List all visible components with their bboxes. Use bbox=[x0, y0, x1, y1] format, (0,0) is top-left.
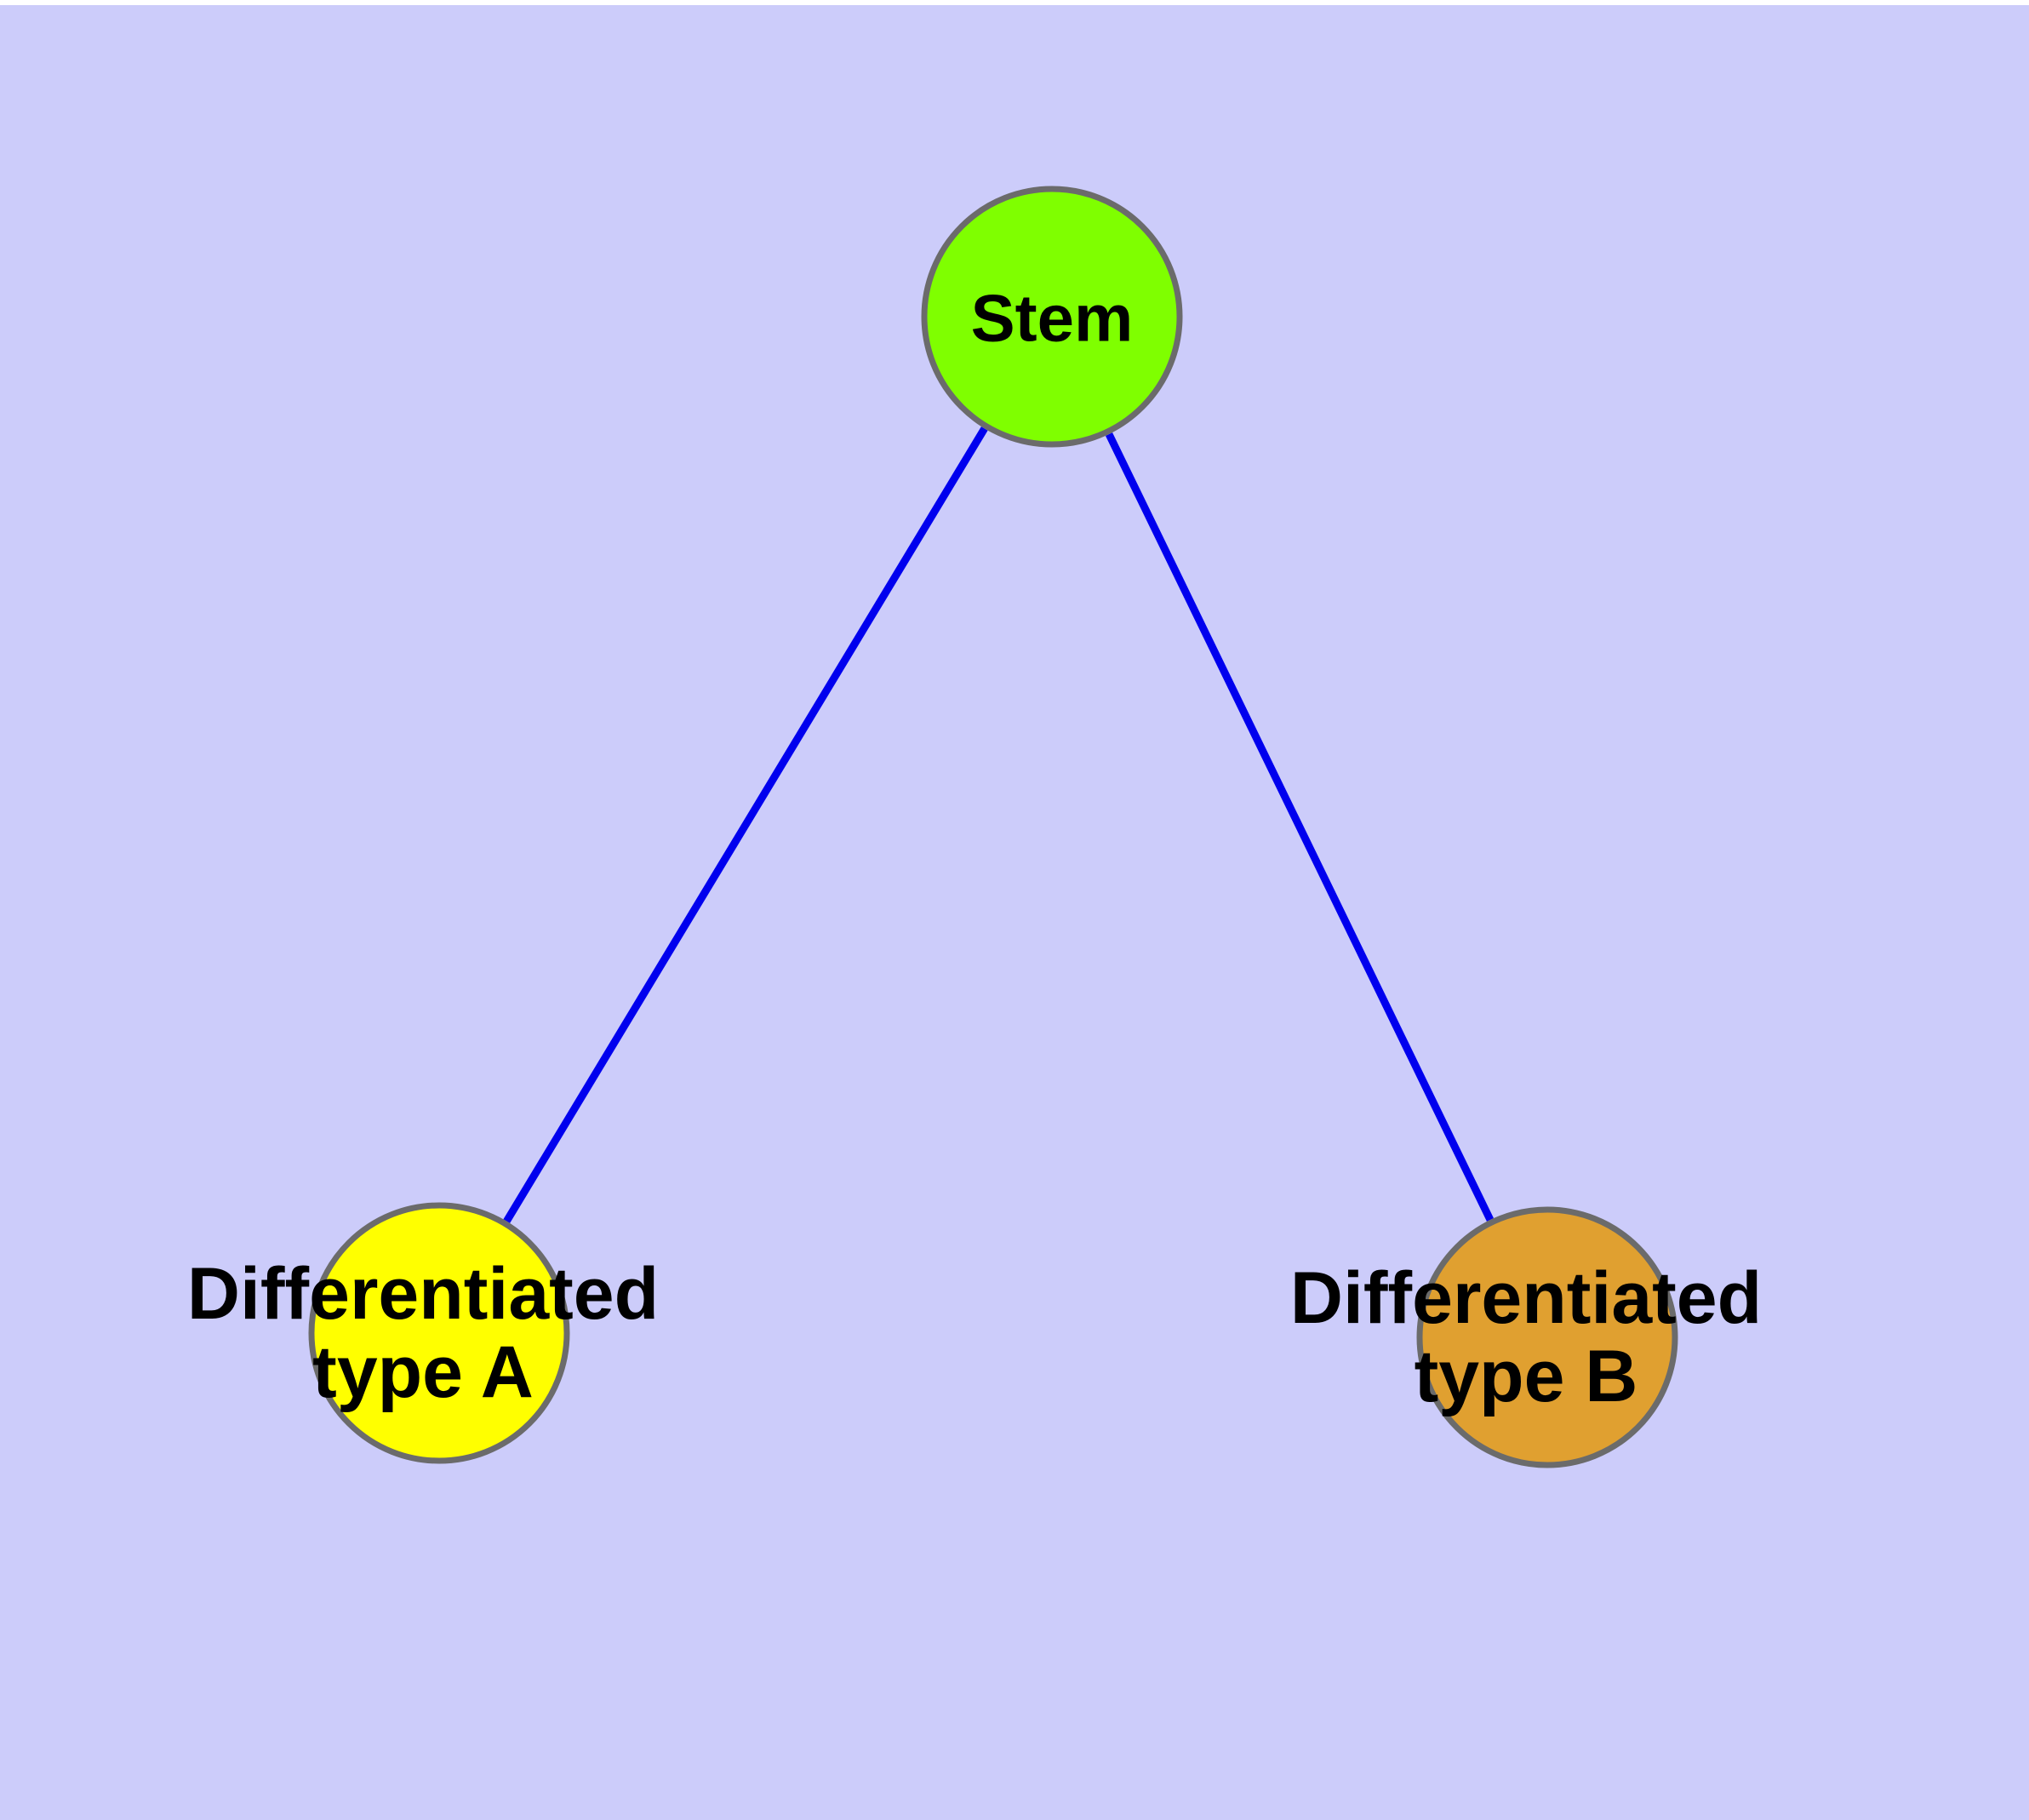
node-stem[interactable] bbox=[921, 186, 1183, 448]
node-diff_b[interactable] bbox=[1416, 1206, 1678, 1468]
nodes-layer bbox=[308, 186, 1678, 1468]
edge-stem-diff-b[interactable] bbox=[1105, 432, 1495, 1222]
node-diff_a[interactable] bbox=[308, 1202, 570, 1464]
edges-layer bbox=[503, 426, 1495, 1223]
edge-stem-diff-a[interactable] bbox=[503, 426, 988, 1223]
